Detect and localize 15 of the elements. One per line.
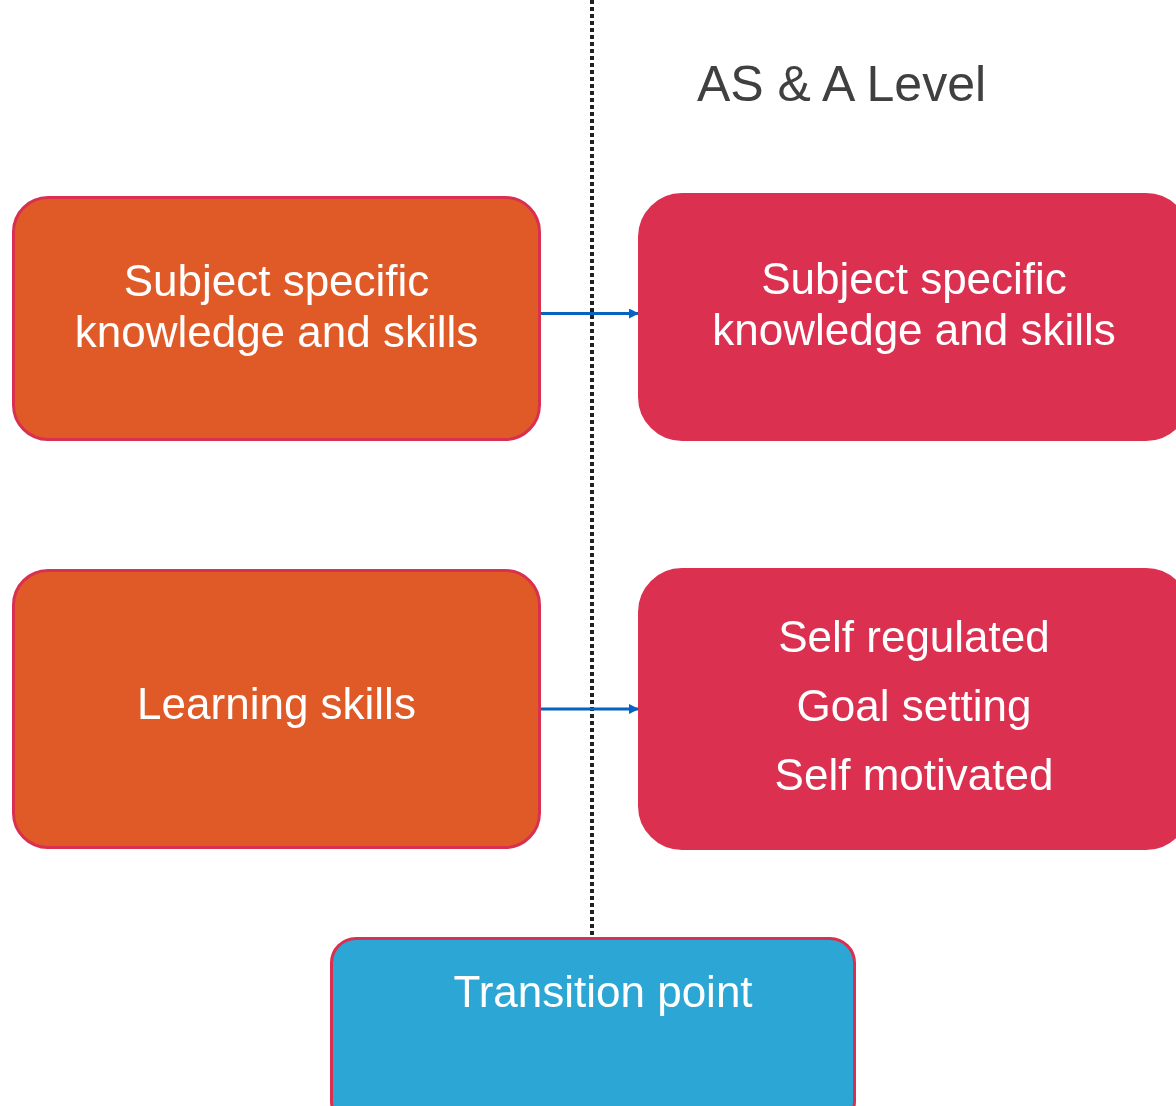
rounded-box bbox=[330, 937, 856, 1106]
box-text: Goal setting bbox=[796, 679, 1032, 731]
rounded-box bbox=[638, 193, 1176, 441]
rounded-box bbox=[12, 569, 541, 849]
box-text: Subject specific knowledge and skills bbox=[73, 254, 480, 357]
arrow bbox=[541, 704, 639, 714]
rounded-box bbox=[12, 196, 541, 441]
box-text: Subject specific knowledge and skills bbox=[711, 253, 1117, 355]
rounded-box bbox=[638, 568, 1176, 850]
box-text: Transition point bbox=[453, 965, 753, 1017]
box-text: Learning skills bbox=[137, 677, 416, 729]
arrow bbox=[541, 308, 639, 319]
heading-label: AS & A Level bbox=[697, 55, 987, 114]
box-text: Self motivated bbox=[774, 748, 1054, 800]
box-text: Self regulated bbox=[778, 610, 1050, 662]
